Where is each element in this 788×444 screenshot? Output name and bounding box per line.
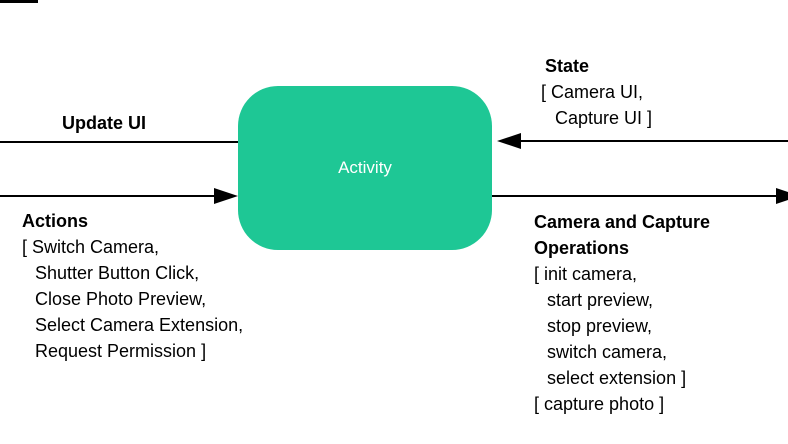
actions-item: Close Photo Preview, bbox=[35, 289, 207, 309]
state-block: State [ Camera UI, Capture UI ] bbox=[541, 53, 652, 131]
state-title: State bbox=[545, 56, 590, 76]
actions-arrowhead-icon bbox=[214, 188, 238, 204]
state-arrowhead-icon bbox=[497, 133, 521, 149]
actions-block: Actions [ Switch Camera, Shutter Button … bbox=[22, 208, 243, 364]
camera-operations-item: select extension ] bbox=[547, 368, 687, 388]
actions-item: Select Camera Extension, bbox=[35, 315, 244, 335]
activity-node: Activity bbox=[238, 86, 492, 250]
actions-item: Request Permission ] bbox=[35, 341, 207, 361]
state-line bbox=[519, 140, 788, 142]
state-item: Capture UI ] bbox=[555, 108, 653, 128]
update-ui-line bbox=[0, 141, 238, 143]
camera-operations-block: Camera and Capture Operations [ init cam… bbox=[534, 209, 734, 417]
camera-operations-title: Camera and Capture Operations bbox=[534, 212, 711, 258]
update-ui-label: Update UI bbox=[62, 110, 146, 136]
actions-item: Shutter Button Click, bbox=[35, 263, 200, 283]
top-left-artifact-line bbox=[0, 0, 38, 3]
camera-operations-item: [ init camera, bbox=[534, 264, 638, 284]
camera-operations-item: stop preview, bbox=[547, 316, 653, 336]
actions-item: [ Switch Camera, bbox=[22, 237, 160, 257]
actions-line bbox=[0, 195, 220, 197]
camera-operations-item: switch camera, bbox=[547, 342, 668, 362]
camera-operations-item: start preview, bbox=[547, 290, 654, 310]
state-item: [ Camera UI, bbox=[541, 82, 644, 102]
camera-operations-item: [ capture photo ] bbox=[534, 394, 665, 414]
operations-arrowhead-icon bbox=[776, 188, 788, 204]
operations-line bbox=[492, 195, 788, 197]
actions-title: Actions bbox=[22, 211, 89, 231]
activity-node-label: Activity bbox=[338, 158, 392, 177]
update-ui-title: Update UI bbox=[62, 113, 147, 133]
